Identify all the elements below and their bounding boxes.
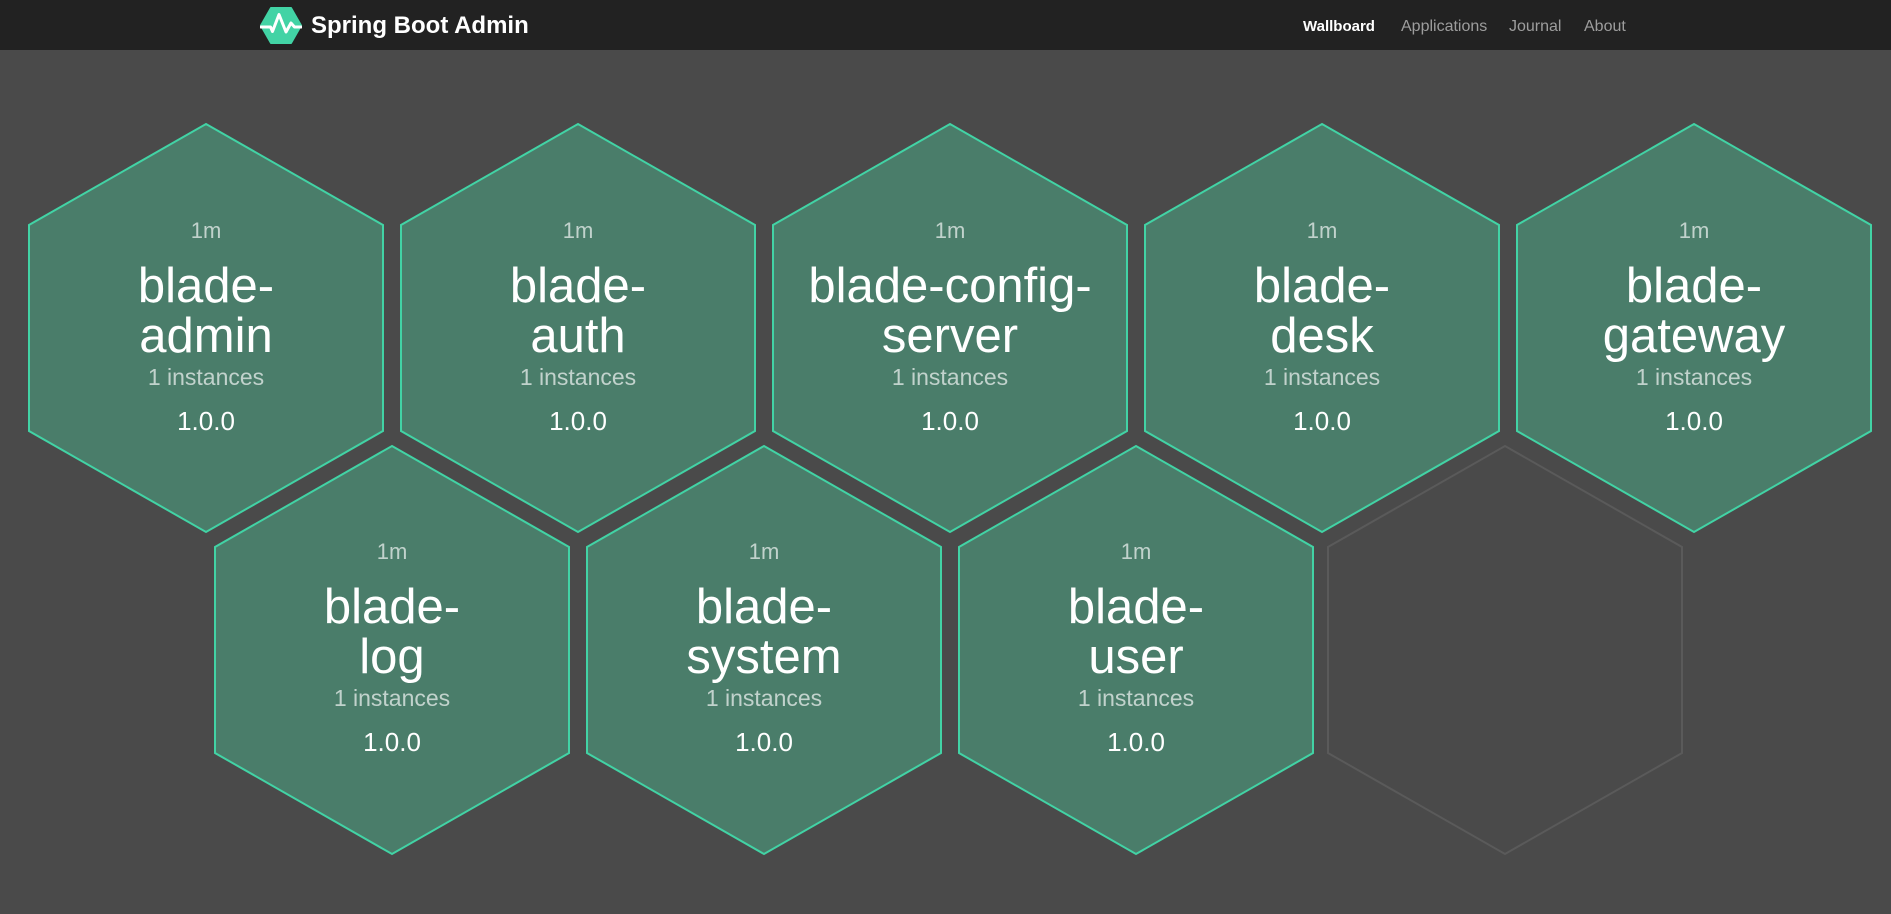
svg-text:1 instances: 1 instances bbox=[1264, 364, 1380, 390]
svg-text:1m: 1m bbox=[1679, 218, 1710, 243]
svg-text:blade-config-: blade-config- bbox=[808, 259, 1091, 313]
svg-text:1.0.0: 1.0.0 bbox=[1293, 406, 1351, 436]
svg-text:1m: 1m bbox=[191, 218, 222, 243]
svg-text:1 instances: 1 instances bbox=[1636, 364, 1752, 390]
svg-text:server: server bbox=[882, 309, 1018, 363]
svg-text:desk: desk bbox=[1270, 309, 1374, 363]
svg-text:1.0.0: 1.0.0 bbox=[1665, 406, 1723, 436]
svg-text:log: log bbox=[359, 630, 424, 684]
svg-text:1 instances: 1 instances bbox=[148, 364, 264, 390]
svg-text:blade-: blade- bbox=[696, 580, 832, 634]
svg-text:1 instances: 1 instances bbox=[706, 685, 822, 711]
svg-text:1 instances: 1 instances bbox=[334, 685, 450, 711]
svg-text:blade-: blade- bbox=[1626, 259, 1762, 313]
svg-text:gateway: gateway bbox=[1603, 309, 1786, 363]
svg-text:user: user bbox=[1088, 630, 1183, 684]
svg-text:1.0.0: 1.0.0 bbox=[921, 406, 979, 436]
svg-text:1.0.0: 1.0.0 bbox=[735, 727, 793, 757]
svg-text:1m: 1m bbox=[1307, 218, 1338, 243]
svg-text:auth: auth bbox=[530, 309, 625, 363]
svg-text:1.0.0: 1.0.0 bbox=[363, 727, 421, 757]
svg-text:1.0.0: 1.0.0 bbox=[549, 406, 607, 436]
svg-text:blade-: blade- bbox=[510, 259, 646, 313]
svg-text:1 instances: 1 instances bbox=[520, 364, 636, 390]
svg-text:blade-: blade- bbox=[1254, 259, 1390, 313]
svg-text:1.0.0: 1.0.0 bbox=[1107, 727, 1165, 757]
svg-text:1 instances: 1 instances bbox=[892, 364, 1008, 390]
svg-text:1.0.0: 1.0.0 bbox=[177, 406, 235, 436]
svg-text:system: system bbox=[686, 630, 841, 684]
svg-text:blade-: blade- bbox=[324, 580, 460, 634]
svg-text:1m: 1m bbox=[749, 539, 780, 564]
svg-text:blade-: blade- bbox=[138, 259, 274, 313]
svg-text:admin: admin bbox=[139, 309, 272, 363]
svg-text:1m: 1m bbox=[1121, 539, 1152, 564]
svg-text:blade-: blade- bbox=[1068, 580, 1204, 634]
svg-text:1m: 1m bbox=[935, 218, 966, 243]
svg-text:1 instances: 1 instances bbox=[1078, 685, 1194, 711]
svg-text:1m: 1m bbox=[377, 539, 408, 564]
svg-text:1m: 1m bbox=[563, 218, 594, 243]
